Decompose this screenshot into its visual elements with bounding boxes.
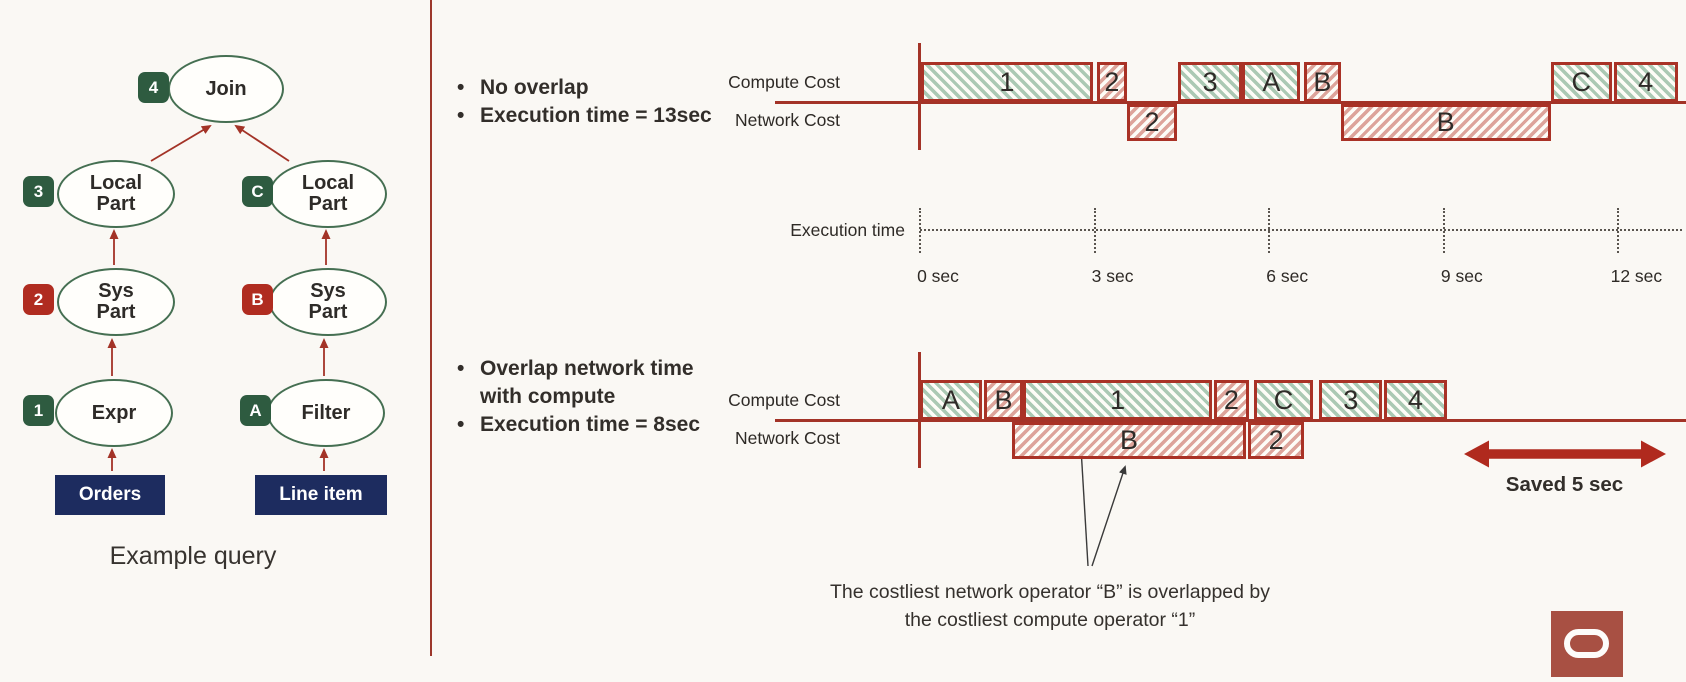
bullet-item: Execution time = 8sec — [452, 411, 724, 439]
saved-time-arrow — [1464, 440, 1666, 468]
bullet-item: No overlap — [452, 74, 752, 102]
network-cost-label: Network Cost — [734, 428, 840, 448]
compute-cost-label: Compute Cost — [728, 72, 840, 92]
badge-b: B — [242, 284, 273, 315]
annotation-line-1: The costliest network operator “B” is ov… — [829, 581, 1271, 603]
badge-3: 3 — [23, 176, 54, 207]
badge-a: A — [240, 395, 271, 426]
timeline-baseline — [775, 101, 1686, 104]
axis-tick — [1093, 208, 1096, 253]
timeline-baseline — [775, 419, 1686, 422]
timeline-bar-3: 3 — [1178, 62, 1243, 102]
timeline-bar-b: B — [984, 380, 1023, 420]
bullet-item: Execution time = 13sec — [452, 102, 752, 130]
oracle-o-icon — [1564, 629, 1609, 658]
compute-cost-label: Compute Cost — [728, 390, 840, 410]
badge-4: 4 — [138, 72, 169, 103]
timeline-bar-c: C — [1253, 380, 1314, 420]
tree-arrow-localpart-join-left — [150, 124, 212, 162]
badge-c: C — [242, 176, 273, 207]
timeline-bar-1: 1 — [1023, 380, 1213, 420]
annotation-arrow-network-b — [1091, 465, 1127, 567]
tree-node-label: Sys Part — [96, 280, 136, 323]
timeline-bar-a: A — [1242, 62, 1301, 102]
bullet-text: Overlap network time with compute — [480, 357, 694, 408]
tree-node-local-part-right: Local Part — [269, 160, 387, 228]
timeline-bar-2: 2 — [1248, 421, 1305, 459]
bullet-text: Execution time = 8sec — [480, 413, 701, 436]
saved-time-label: Saved 5 sec — [1505, 473, 1624, 496]
bullets-overlap: Overlap network time with compute Execut… — [452, 355, 724, 439]
timeline-start-axis — [918, 43, 921, 150]
tree-node-label: Local Part — [89, 172, 143, 215]
axis-tick-label: 9 sec — [1440, 266, 1483, 286]
axis-tick-label: 12 sec — [1610, 266, 1663, 286]
badge-2: 2 — [23, 284, 54, 315]
annotation-line-2: the costliest compute operator “1” — [904, 608, 1196, 631]
timeline-bar-1: 1 — [921, 62, 1093, 102]
axis-tick-label: 6 sec — [1266, 266, 1309, 286]
axis-tick-label: 0 sec — [917, 266, 959, 286]
axis-tick — [1268, 208, 1271, 253]
bullet-item: Overlap network time with compute — [452, 355, 724, 411]
timeline-bar-b: B — [1340, 103, 1551, 141]
tree-node-local-part-left: Local Part — [57, 160, 175, 228]
section-divider — [430, 0, 432, 656]
axis-tick — [1617, 208, 1620, 253]
axis-tick — [1442, 208, 1445, 253]
bullet-text: Execution time = 13sec — [480, 104, 712, 127]
annotation-text: The costliest network operator “B” is ov… — [795, 579, 1305, 634]
timeline-bar-4: 4 — [1383, 380, 1447, 420]
timeline-bar-b: B — [1304, 62, 1341, 102]
timeline-bar-3: 3 — [1319, 380, 1383, 420]
oracle-logo — [1551, 611, 1623, 677]
axis-tick — [919, 208, 921, 253]
timeline-bar-2: 2 — [1096, 62, 1128, 102]
tree-node-join: Join — [168, 55, 284, 123]
timeline-bar-b: B — [1012, 421, 1246, 459]
timeline-bar-4: 4 — [1613, 62, 1678, 102]
tree-node-sys-part-right: Sys Part — [269, 268, 387, 336]
timeline-bar-2: 2 — [1213, 380, 1249, 420]
tree-node-label: Filter — [301, 401, 351, 424]
network-cost-label: Network Cost — [734, 110, 840, 130]
table-orders: Orders — [55, 475, 165, 515]
timeline-bar-a: A — [920, 380, 982, 420]
timeline-start-axis — [918, 352, 921, 468]
tree-node-filter: Filter — [267, 379, 385, 447]
bullets-no-overlap: No overlap Execution time = 13sec — [452, 74, 752, 130]
tree-node-label: Local Part — [301, 172, 355, 215]
tree-arrow-localpart-join-right — [234, 124, 290, 162]
example-query-caption: Example query — [109, 542, 277, 570]
timeline-bar-2: 2 — [1127, 103, 1178, 141]
table-line-item: Line item — [255, 475, 387, 515]
badge-1: 1 — [23, 395, 54, 426]
timeline-bar-c: C — [1550, 62, 1612, 102]
execution-time-axis-line — [920, 229, 1682, 231]
tree-node-label: Join — [205, 77, 247, 100]
tree-node-label: Sys Part — [308, 280, 348, 323]
tree-node-sys-part-left: Sys Part — [57, 268, 175, 336]
bullet-text: No overlap — [480, 76, 589, 99]
tree-node-label: Expr — [91, 401, 137, 424]
axis-tick-label: 3 sec — [1091, 266, 1134, 286]
execution-time-label: Execution time — [790, 220, 905, 240]
tree-node-expr: Expr — [55, 379, 173, 447]
